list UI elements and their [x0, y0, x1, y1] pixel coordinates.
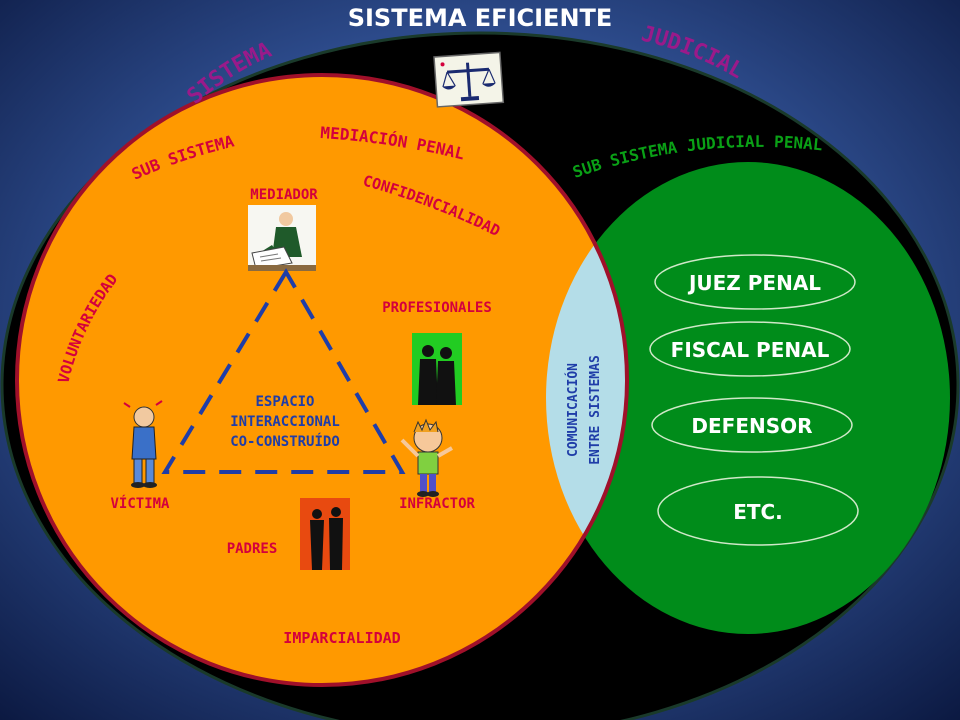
space-line-2: INTERACCIONAL: [230, 414, 340, 430]
judicial-item-judge: JUEZ PENAL: [654, 254, 856, 310]
judicial-item-defender: DEFENSOR: [651, 397, 853, 453]
communication-line-2: ENTRE SISTEMAS: [588, 355, 603, 465]
svg-text:DEFENSOR: DEFENSOR: [691, 414, 812, 438]
parents-silhouette-icon: [300, 498, 350, 570]
svg-text:ETC.: ETC.: [733, 500, 783, 524]
victim-label: VÍCTIMA: [110, 495, 170, 512]
professionals-label: PROFESIONALES: [382, 300, 492, 316]
scales-of-justice-icon: [433, 51, 505, 108]
impartiality-label: IMPARCIALIDAD: [283, 629, 400, 647]
judicial-item-etc: ETC.: [657, 476, 859, 546]
mediation-subsystem-circle: [17, 75, 627, 685]
space-line-3: CO-CONSTRUÍDO: [230, 433, 340, 450]
communication-line-1: COMUNICACIÓN: [565, 363, 581, 457]
svg-text:FISCAL PENAL: FISCAL PENAL: [671, 338, 830, 362]
child-offender-icon: [400, 418, 453, 497]
offender-label: INFRACTOR: [399, 496, 475, 512]
parents-label: PADRES: [227, 541, 278, 557]
mediator-label: MEDIADOR: [250, 187, 318, 203]
svg-text:JUEZ PENAL: JUEZ PENAL: [687, 271, 821, 295]
interaction-triangle: [161, 268, 406, 474]
mediation-circle-border: [15, 73, 629, 687]
mediator-at-desk-icon: [248, 205, 316, 271]
judicial-item-prosecutor: FISCAL PENAL: [649, 321, 851, 377]
page-title: SISTEMA EFICIENTE: [348, 4, 613, 32]
professionals-silhouette-icon: [412, 333, 462, 405]
angry-victim-icon: [123, 400, 163, 488]
space-line-1: ESPACIO: [255, 394, 314, 410]
